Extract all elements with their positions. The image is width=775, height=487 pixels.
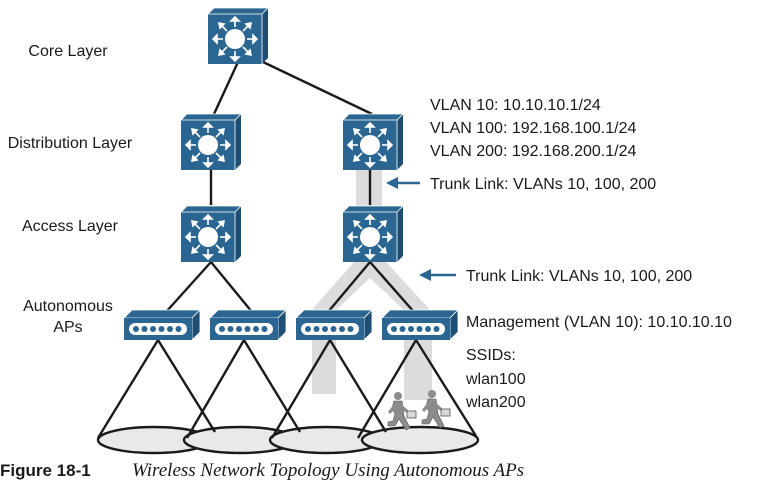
figure-title: Wireless Network Topology Using Autonomo… xyxy=(132,460,524,481)
arrow-head-icon xyxy=(419,269,431,281)
links xyxy=(165,60,415,313)
access-switch-left-icon[interactable] xyxy=(180,205,242,263)
figure-number: Figure 18-1 xyxy=(0,461,91,480)
ssid-wlan200: wlan200 xyxy=(465,394,526,411)
link-access-ap4 xyxy=(369,261,415,313)
ssids-label: SSIDs: xyxy=(466,347,516,364)
arrows xyxy=(386,177,456,281)
arrow-head-icon xyxy=(386,177,398,189)
distribution-layer-label: Distribution Layer xyxy=(8,135,133,152)
link-access-ap1 xyxy=(165,261,212,313)
distribution-switch-left-icon[interactable] xyxy=(180,113,242,171)
coverage-areas xyxy=(96,339,480,455)
access-point-2-icon[interactable] xyxy=(209,309,287,341)
core-switch-icon[interactable] xyxy=(207,7,269,65)
trunk-link-label-2: Trunk Link: VLANs 10, 100, 200 xyxy=(466,268,692,285)
access-point-1-icon[interactable] xyxy=(123,309,201,341)
link-core-dist-left xyxy=(212,61,240,115)
link-core-dist-right xyxy=(262,60,373,116)
vlan200-label: VLAN 200: 192.168.200.1/24 xyxy=(430,143,636,160)
management-label: Management (VLAN 10): 10.10.10.10 xyxy=(466,314,732,331)
vlan100-label: VLAN 100: 192.168.100.1/24 xyxy=(430,120,636,137)
core-layer-label: Core Layer xyxy=(28,43,108,60)
link-access-ap3 xyxy=(327,261,371,313)
access-switch-right-icon[interactable] xyxy=(342,205,404,263)
access-layer-label: Access Layer xyxy=(22,218,119,235)
autonomous-aps-label-line2: APs xyxy=(53,319,82,336)
distribution-switch-right-icon[interactable] xyxy=(342,113,404,171)
access-point-3-icon[interactable] xyxy=(295,309,373,341)
coverage-cell-4 xyxy=(360,425,480,455)
vlan10-label: VLAN 10: 10.10.10.1/24 xyxy=(430,97,601,114)
access-point-4-icon[interactable] xyxy=(381,309,459,341)
ssid-wlan100: wlan100 xyxy=(465,371,526,388)
link-access-ap2 xyxy=(210,261,253,313)
autonomous-aps-label-line1: Autonomous xyxy=(23,298,113,315)
trunk-link-label-1: Trunk Link: VLANs 10, 100, 200 xyxy=(430,176,656,193)
